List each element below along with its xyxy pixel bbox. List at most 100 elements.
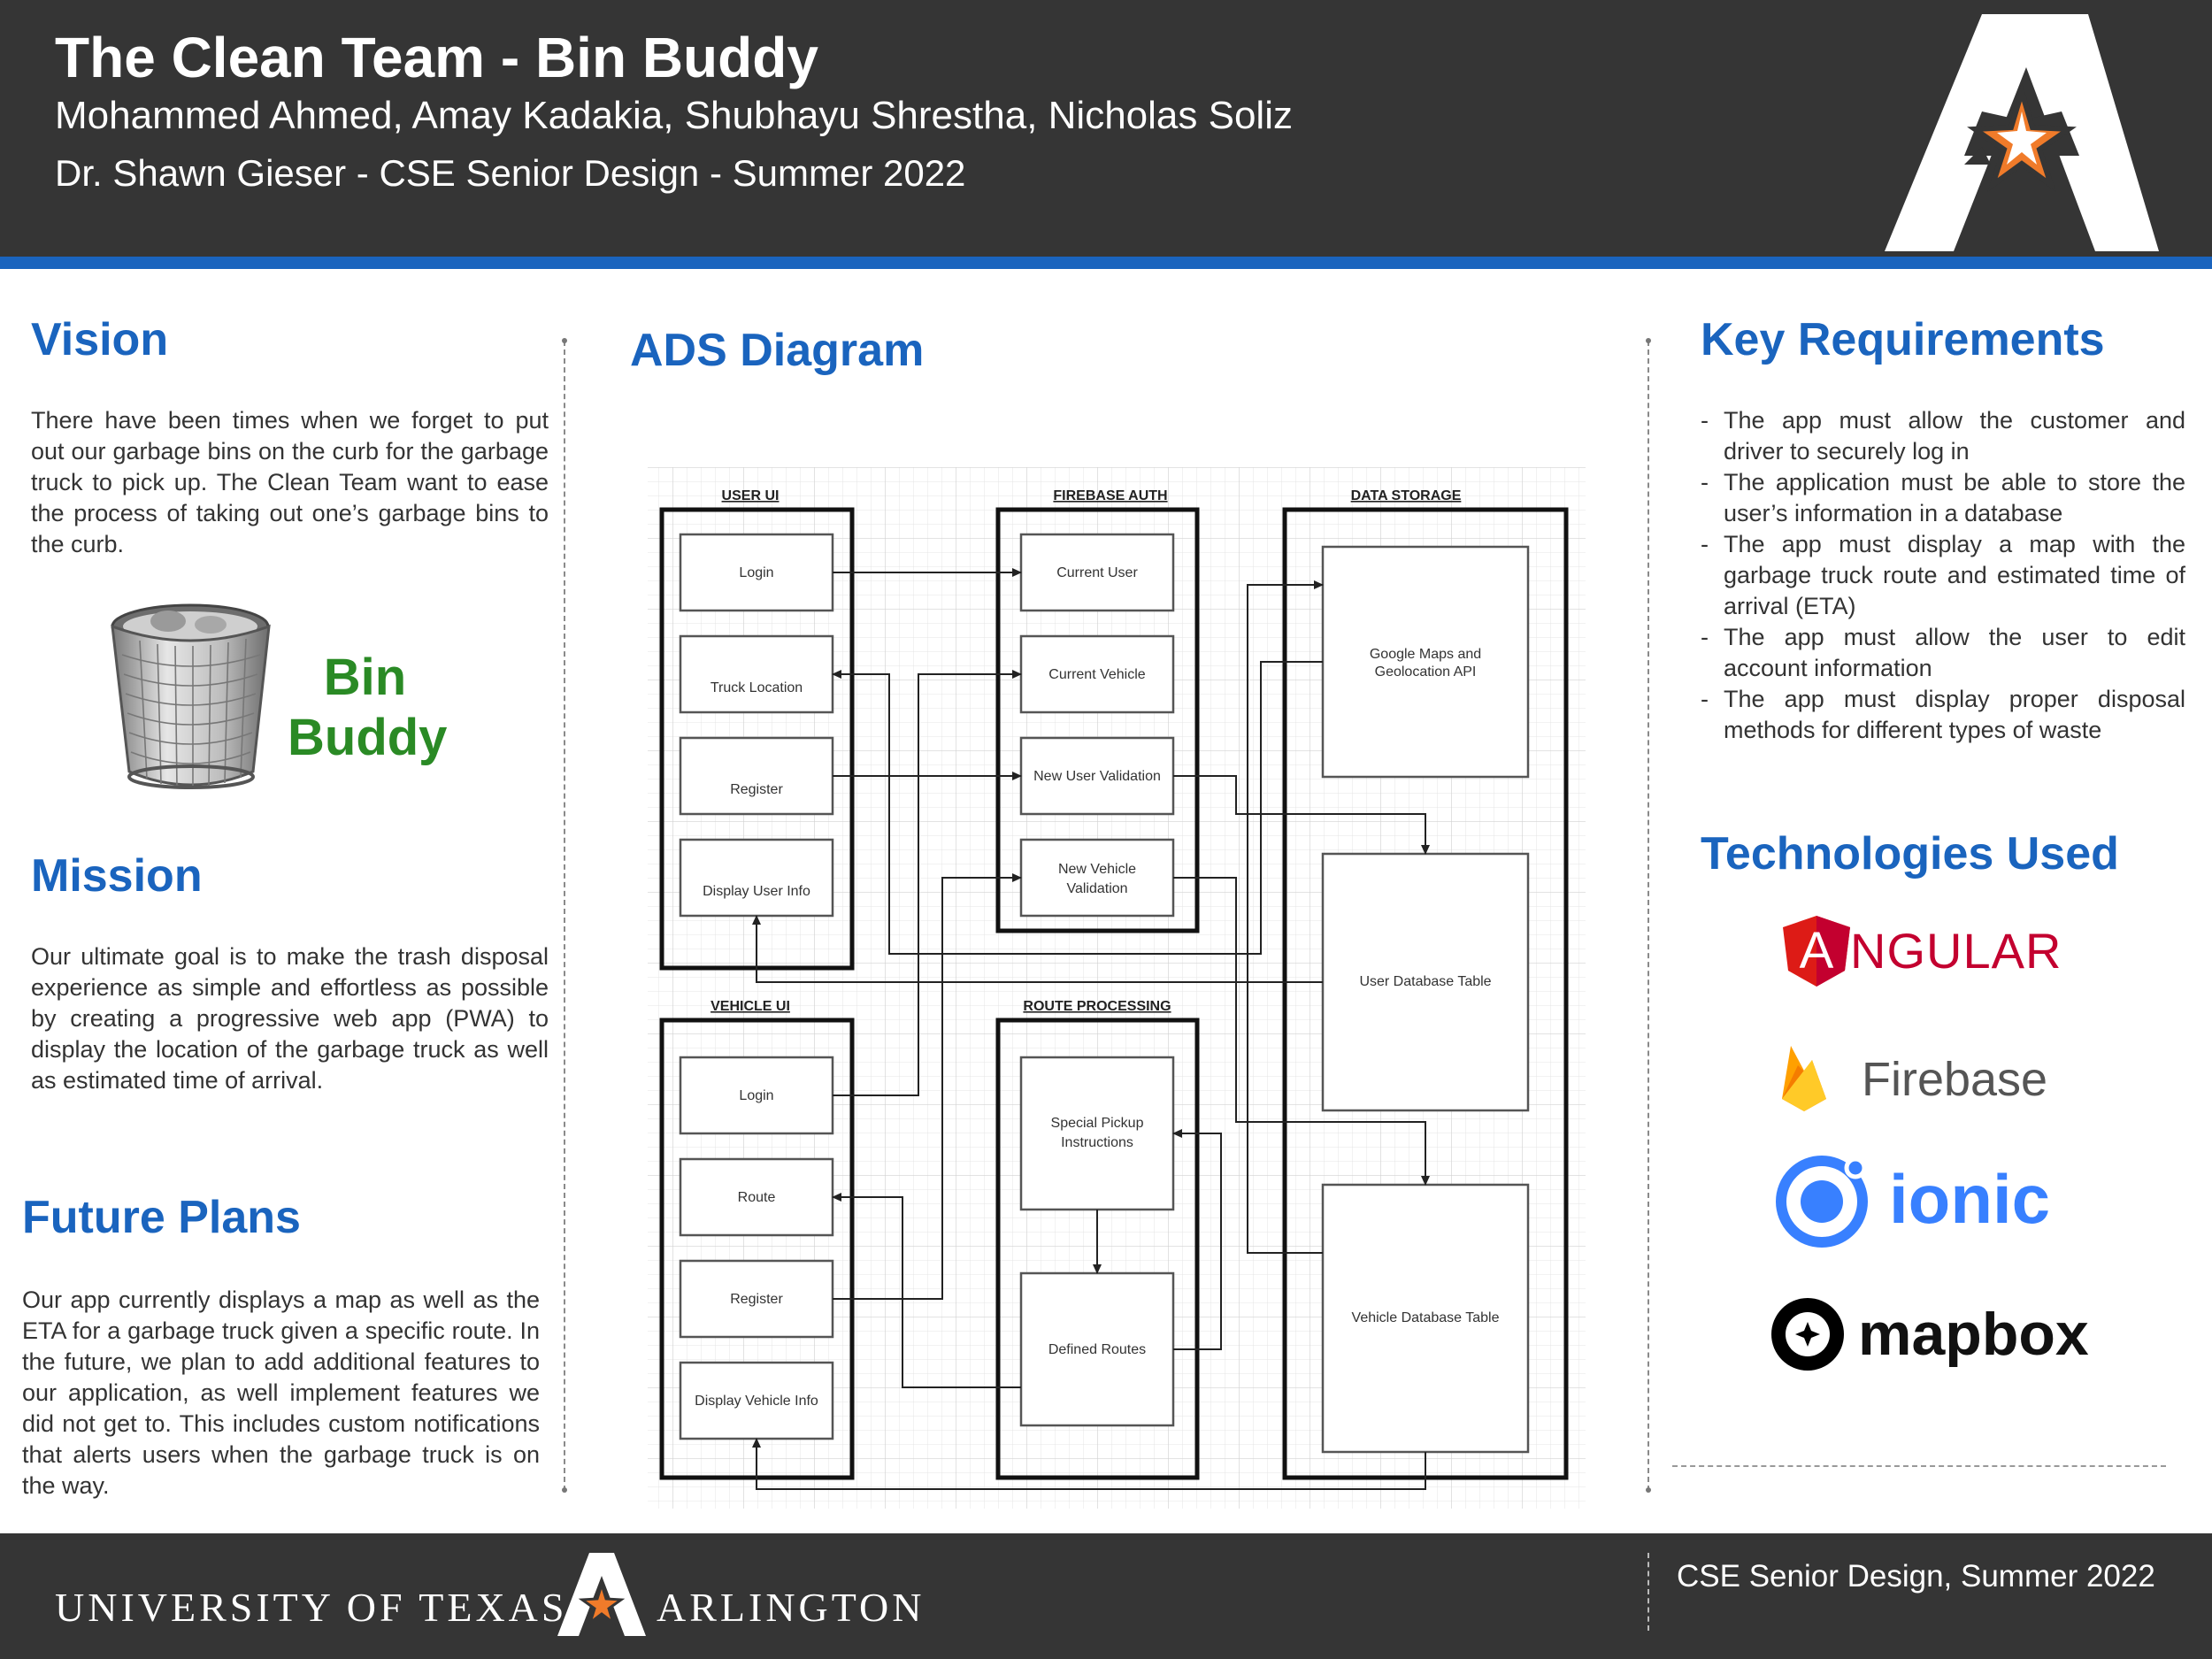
mapbox-wordmark: mapbox — [1858, 1301, 2089, 1368]
edge-routes-to-special-pickup — [1172, 1129, 1222, 1350]
edge-vehicle-validation-to-vehicle-db — [1173, 877, 1430, 1186]
box-special-pickup — [1019, 1056, 1175, 1211]
divider-dot — [1646, 1487, 1651, 1493]
edge-vehicle-db-to-display-vehicle-info — [752, 1438, 1426, 1490]
mapbox-icon — [1771, 1298, 1844, 1371]
box-user-database-table — [1321, 852, 1530, 1112]
group-label-user-ui: USER UI — [722, 488, 780, 503]
requirement-item: The app must display proper disposal met… — [1701, 684, 2185, 746]
label-special-pickup-2: Instructions — [1061, 1135, 1133, 1150]
edge-defined-routes-to-route — [832, 1193, 1021, 1388]
label-special-pickup-1: Special Pickup — [1051, 1116, 1144, 1131]
left-column-divider — [564, 341, 565, 1491]
group-route-processing — [995, 1018, 1200, 1480]
divider-dot — [562, 338, 567, 343]
requirements-list: The app must allow the customer and driv… — [1701, 405, 2185, 746]
label-defined-routes: Defined Routes — [1048, 1342, 1146, 1357]
bin-buddy-line1: Bin — [323, 649, 407, 706]
edge-maps-to-truck-location — [832, 661, 1323, 955]
label-current-vehicle: Current Vehicle — [1048, 667, 1145, 682]
label-new-vehicle-validation-1: New Vehicle — [1058, 862, 1136, 877]
poster-authors: Mohammed Ahmed, Amay Kadakia, Shubhayu S… — [55, 94, 1293, 137]
label-user-db: User Database Table — [1359, 974, 1491, 989]
ads-diagram: USER UI FIREBASE AUTH DATA STORAGE VEHIC… — [602, 467, 1619, 1509]
edge-vehicle-login-to-current-vehicle — [833, 670, 1022, 1096]
footer-university-name: UNIVERSITY OF TEXAS — [55, 1584, 567, 1631]
footer-university-left: UNIVERSITY OF TEXAS — [55, 1585, 568, 1630]
label-display-vehicle-info: Display Vehicle Info — [695, 1394, 818, 1409]
label-vehicle-db: Vehicle Database Table — [1352, 1310, 1500, 1325]
angular-letter: A — [1799, 922, 1834, 979]
mapbox-logo: mapbox — [1770, 1296, 2106, 1376]
vision-text: There have been times when we forget to … — [31, 407, 549, 557]
technologies-heading: Technologies Used — [1701, 828, 2119, 879]
vision-heading: Vision — [31, 314, 169, 365]
requirement-item: The app must display a map with the garb… — [1701, 529, 2185, 622]
box-user-register — [679, 736, 834, 816]
group-firebase-auth — [995, 507, 1200, 933]
angular-wordmark: NGULAR — [1850, 923, 2062, 979]
group-label-firebase-auth: FIREBASE AUTH — [1053, 488, 1167, 503]
footer-uta-logo — [557, 1553, 646, 1636]
label-vehicle-register: Register — [730, 1292, 783, 1307]
divider-dot — [562, 1487, 567, 1493]
label-google-maps-2: Geolocation API — [1375, 664, 1477, 680]
group-label-route-processing: ROUTE PROCESSING — [1023, 999, 1171, 1014]
label-current-user: Current User — [1056, 565, 1138, 580]
box-current-vehicle — [1019, 634, 1175, 714]
ionic-wordmark: ionic — [1889, 1160, 2051, 1238]
future-plans-heading: Future Plans — [22, 1192, 301, 1243]
edge-user-db-to-display-user-info — [752, 915, 1323, 983]
uta-a-star-logo — [1885, 14, 2159, 251]
label-user-login: Login — [739, 565, 773, 580]
trash-bin-icon — [111, 603, 271, 789]
box-display-vehicle-info — [679, 1361, 834, 1440]
label-route: Route — [738, 1190, 776, 1205]
angular-logo: A NGULAR — [1783, 916, 2075, 987]
firebase-wordmark: Firebase — [1862, 1053, 2048, 1106]
right-column-divider — [1647, 341, 1649, 1491]
mission-text: Our ultimate goal is to make the trash d… — [31, 943, 549, 1094]
poster-advisor: Dr. Shawn Gieser - CSE Senior Design - S… — [55, 152, 966, 194]
requirement-item: The app must allow the user to edit acco… — [1701, 622, 2185, 684]
mission-heading: Mission — [31, 850, 203, 902]
firebase-logo: Firebase — [1778, 1044, 2079, 1115]
box-new-vehicle-validation — [1019, 838, 1175, 918]
technologies-divider — [1672, 1465, 2166, 1467]
footer-course-info: CSE Senior Design, Summer 2022 — [1677, 1559, 2155, 1594]
label-truck-location: Truck Location — [710, 680, 803, 695]
box-google-maps-api — [1321, 545, 1530, 779]
box-defined-routes — [1019, 1271, 1175, 1427]
poster-header — [0, 0, 2212, 257]
footer-university-right: ARLINGTON — [657, 1585, 926, 1630]
label-google-maps-1: Google Maps and — [1370, 647, 1481, 662]
label-vehicle-login: Login — [739, 1088, 773, 1103]
box-vehicle-login — [679, 1056, 834, 1135]
box-truck-location — [679, 634, 834, 714]
future-plans-text: Our app currently displays a map as well… — [22, 1286, 540, 1499]
divider-dot — [1646, 338, 1651, 343]
requirement-item: The app must allow the customer and driv… — [1701, 405, 2185, 467]
firebase-flame-icon — [1782, 1046, 1826, 1111]
angular-shield-icon — [1783, 916, 1850, 987]
label-new-user-validation: New User Validation — [1033, 769, 1161, 784]
edge-validation-to-user-db — [1173, 775, 1430, 855]
ads-diagram-heading: ADS Diagram — [630, 325, 925, 376]
edge-vehicle-register-to-validation — [833, 873, 1022, 1300]
label-display-user-info: Display User Info — [703, 884, 810, 899]
ionic-logo: ionic — [1774, 1150, 2075, 1248]
bin-buddy-line2: Buddy — [288, 709, 448, 766]
label-user-register: Register — [730, 782, 783, 797]
poster-title: The Clean Team - Bin Buddy — [55, 26, 818, 89]
key-requirements-heading: Key Requirements — [1701, 314, 2105, 365]
header-accent-stripe — [0, 257, 2212, 269]
poster-footer — [0, 1533, 2212, 1659]
label-new-vehicle-validation-2: Validation — [1066, 881, 1127, 896]
footer-divider — [1647, 1553, 1649, 1631]
box-current-user — [1019, 533, 1175, 612]
ionic-circle-icon — [1776, 1156, 1868, 1248]
requirement-item: The application must be able to store th… — [1701, 467, 2185, 529]
edge-vehicle-db-to-maps — [1247, 580, 1324, 1254]
group-label-data-storage: DATA STORAGE — [1351, 488, 1462, 503]
box-display-user-info — [679, 838, 834, 918]
